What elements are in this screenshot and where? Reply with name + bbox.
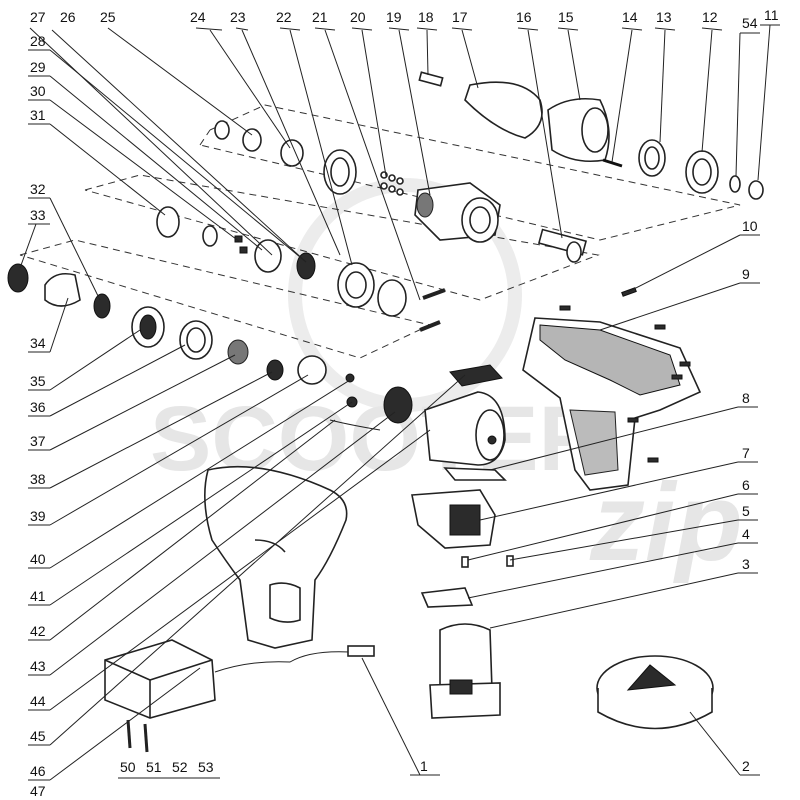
label-26: 26: [60, 9, 76, 25]
label-3: 3: [742, 556, 750, 572]
part-bearing-25: [242, 128, 262, 152]
label-7: 7: [742, 445, 750, 461]
label-31: 31: [30, 107, 46, 123]
label-4: 4: [742, 526, 750, 542]
part-motor-45: [424, 391, 506, 466]
part-carrier-30: [202, 225, 218, 247]
part-housing-half: [204, 465, 348, 649]
label-32: 32: [30, 181, 46, 197]
label-53: 53: [198, 759, 214, 775]
part-number-labels: 27 26 25 24 23 22 21 20 19 18 17 16 15 1…: [30, 7, 779, 799]
label-36: 36: [30, 399, 46, 415]
part-gearbox-19: [414, 182, 501, 243]
label-11: 11: [764, 7, 779, 23]
part-ring-11: [748, 180, 764, 200]
label-20: 20: [350, 9, 366, 25]
part-sleeve-15: [547, 97, 610, 163]
part-cover-4: [420, 587, 474, 608]
label-30: 30: [30, 83, 46, 99]
label-28: 28: [30, 33, 46, 49]
label-2: 2: [742, 758, 750, 774]
part-cap-2: [596, 655, 714, 730]
label-1: 1: [420, 758, 428, 774]
part-switch-6: [411, 489, 496, 549]
part-gear-32: [93, 293, 111, 319]
label-9: 9: [742, 266, 750, 282]
label-12: 12: [702, 9, 718, 25]
label-21: 21: [312, 9, 328, 25]
label-8: 8: [742, 390, 750, 406]
part-plate-44: [383, 386, 413, 424]
label-22: 22: [276, 9, 292, 25]
label-51: 51: [146, 759, 162, 775]
label-15: 15: [558, 9, 574, 25]
label-6: 6: [742, 477, 750, 493]
label-25: 25: [100, 9, 116, 25]
label-54: 54: [742, 15, 758, 31]
part-gear-39: [266, 359, 284, 381]
label-50: 50: [120, 759, 136, 775]
part-ring-a: [214, 120, 230, 140]
label-16: 16: [516, 9, 532, 25]
part-ring-54: [729, 175, 741, 193]
label-17: 17: [452, 9, 468, 25]
part-spindle-16: [537, 228, 588, 263]
label-38: 38: [30, 471, 46, 487]
part-carrier-27: [254, 239, 282, 273]
part-sleeve-23: [280, 139, 304, 167]
label-27: 27: [30, 9, 46, 25]
label-14: 14: [622, 9, 638, 25]
part-screw-41: [345, 373, 355, 383]
label-45: 45: [30, 728, 46, 744]
label-24: 24: [190, 9, 206, 25]
label-19: 19: [386, 9, 402, 25]
label-13: 13: [656, 9, 672, 25]
label-34: 34: [30, 335, 46, 351]
label-35: 35: [30, 373, 46, 389]
part-gear-38: [227, 339, 249, 365]
part-washer-40: [297, 355, 327, 385]
label-52: 52: [172, 759, 188, 775]
label-39: 39: [30, 508, 46, 524]
label-33: 33: [30, 207, 46, 223]
part-plate-31: [156, 206, 180, 238]
label-37: 37: [30, 433, 46, 449]
label-44: 44: [30, 693, 46, 709]
label-18: 18: [418, 9, 434, 25]
part-clutch-34: [44, 272, 81, 307]
part-battery-3: [429, 623, 501, 719]
part-oring-21: [377, 279, 407, 317]
label-41: 41: [30, 588, 46, 604]
label-40: 40: [30, 551, 46, 567]
label-29: 29: [30, 59, 46, 75]
label-43: 43: [30, 658, 46, 674]
label-10: 10: [742, 218, 758, 234]
label-5: 5: [742, 503, 750, 519]
label-42: 42: [30, 623, 46, 639]
assembly-outlines: [19, 104, 741, 359]
part-contact-5b: [506, 555, 514, 567]
part-contact-5a: [461, 556, 469, 568]
part-plate-7: [443, 467, 507, 481]
parts: [7, 71, 764, 753]
part-gear-33: [7, 263, 29, 293]
part-chuck-17: [418, 71, 543, 139]
part-charger: [104, 639, 375, 753]
leader-lines: [19, 24, 780, 781]
part-gear-26: [296, 252, 316, 280]
part-balls-20: [380, 171, 404, 196]
label-47: 47: [30, 783, 46, 799]
label-46: 46: [30, 763, 46, 779]
label-23: 23: [230, 9, 246, 25]
part-housing-9: [522, 317, 702, 491]
